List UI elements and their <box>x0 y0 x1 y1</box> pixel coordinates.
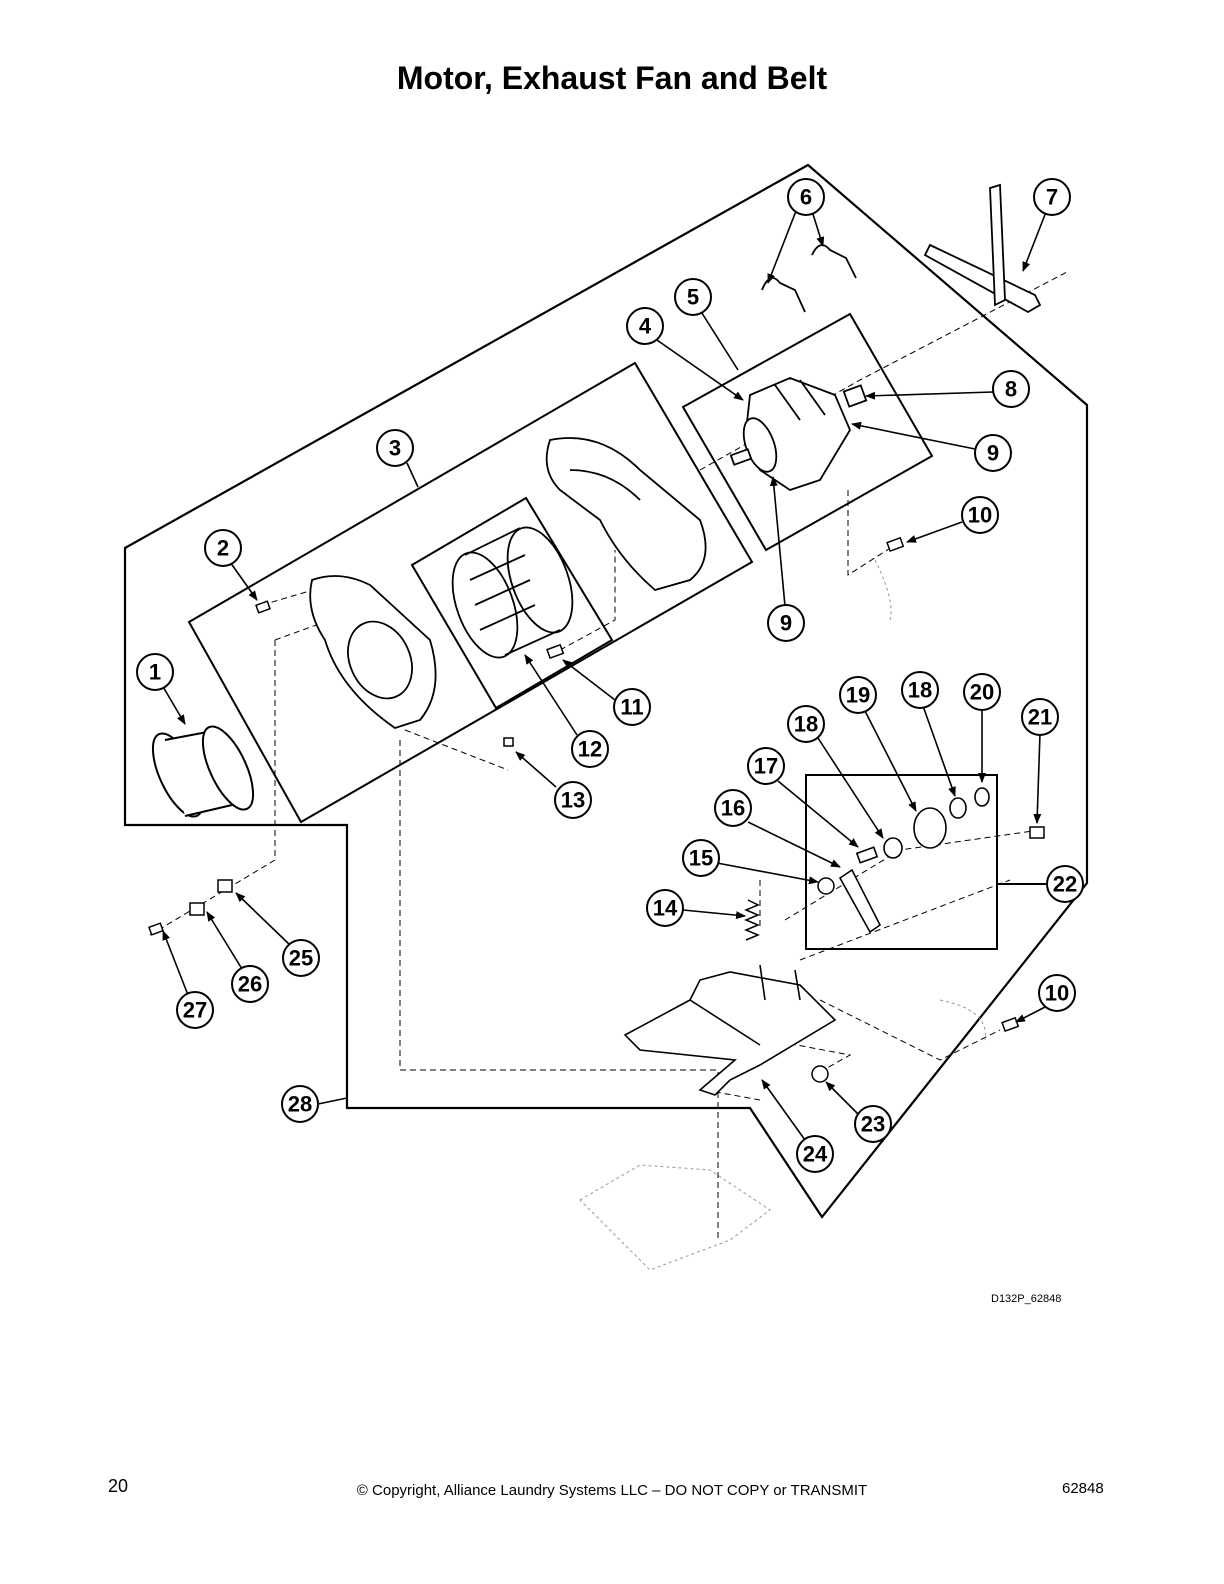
callout-10-lower: 10 <box>1045 981 1069 1006</box>
housing-plate-part <box>309 575 437 729</box>
copyright-notice: © Copyright, Alliance Laundry Systems LL… <box>356 1482 868 1499</box>
callout-bubbles <box>136 178 1084 1173</box>
callout-14: 14 <box>653 896 678 921</box>
blower-wheel-box <box>410 496 614 710</box>
callout-12: 12 <box>578 737 602 762</box>
callout-16: 16 <box>721 796 745 821</box>
fan-shroud-part <box>545 437 707 591</box>
callout-19: 19 <box>846 683 870 708</box>
assembly-outline <box>123 163 1089 1219</box>
reference-ghost-parts <box>579 559 986 1271</box>
callout-5: 5 <box>687 285 699 310</box>
blower-housing-box <box>187 361 754 824</box>
callout-13: 13 <box>561 788 585 813</box>
callout-22: 22 <box>1053 872 1077 897</box>
callout-25: 25 <box>289 946 313 971</box>
document-number: 62848 <box>1062 1480 1104 1497</box>
blower-wheel-part <box>451 526 574 659</box>
callout-3: 3 <box>389 436 401 461</box>
page-number: 20 <box>108 1476 129 1496</box>
callout-7: 7 <box>1046 185 1058 210</box>
callout-9-upper: 9 <box>987 441 999 466</box>
callout-10-upper: 10 <box>968 503 992 528</box>
callout-26: 26 <box>238 972 262 997</box>
motor-part <box>729 377 868 491</box>
callout-8: 8 <box>1005 377 1017 402</box>
motor-box <box>681 312 934 552</box>
callout-20: 20 <box>970 680 994 705</box>
drive-belt-part <box>923 183 1042 314</box>
duct-ring-part <box>151 725 255 818</box>
callout-18-left: 18 <box>794 712 818 737</box>
callout-1: 1 <box>149 660 161 685</box>
callout-23: 23 <box>861 1112 885 1137</box>
motor-bracket-part <box>623 964 837 1096</box>
callout-24: 24 <box>803 1142 828 1167</box>
callout-18-right: 18 <box>908 678 932 703</box>
page-title: Motor, Exhaust Fan and Belt <box>396 60 828 96</box>
callout-15: 15 <box>689 846 713 871</box>
fasteners <box>148 536 1045 1083</box>
callout-11: 11 <box>620 695 643 720</box>
idler-assembly-box <box>805 774 998 950</box>
spring-part <box>744 899 760 941</box>
callout-4: 4 <box>639 314 652 339</box>
callout-17: 17 <box>754 754 778 779</box>
callout-6: 6 <box>800 185 812 210</box>
leader-lines <box>161 210 1048 1141</box>
callout-9-lower: 9 <box>780 611 792 636</box>
motor-clips-part <box>761 244 857 313</box>
idler-parts <box>838 787 990 934</box>
callout-21: 21 <box>1028 705 1052 730</box>
callout-labels: 1 2 3 4 5 6 7 8 9 9 10 10 11 12 13 14 15… <box>149 185 1077 1167</box>
callout-28: 28 <box>288 1092 312 1117</box>
figure-code: D132P_62848 <box>991 1293 1062 1305</box>
callout-2: 2 <box>217 536 229 561</box>
callout-27: 27 <box>183 998 207 1023</box>
